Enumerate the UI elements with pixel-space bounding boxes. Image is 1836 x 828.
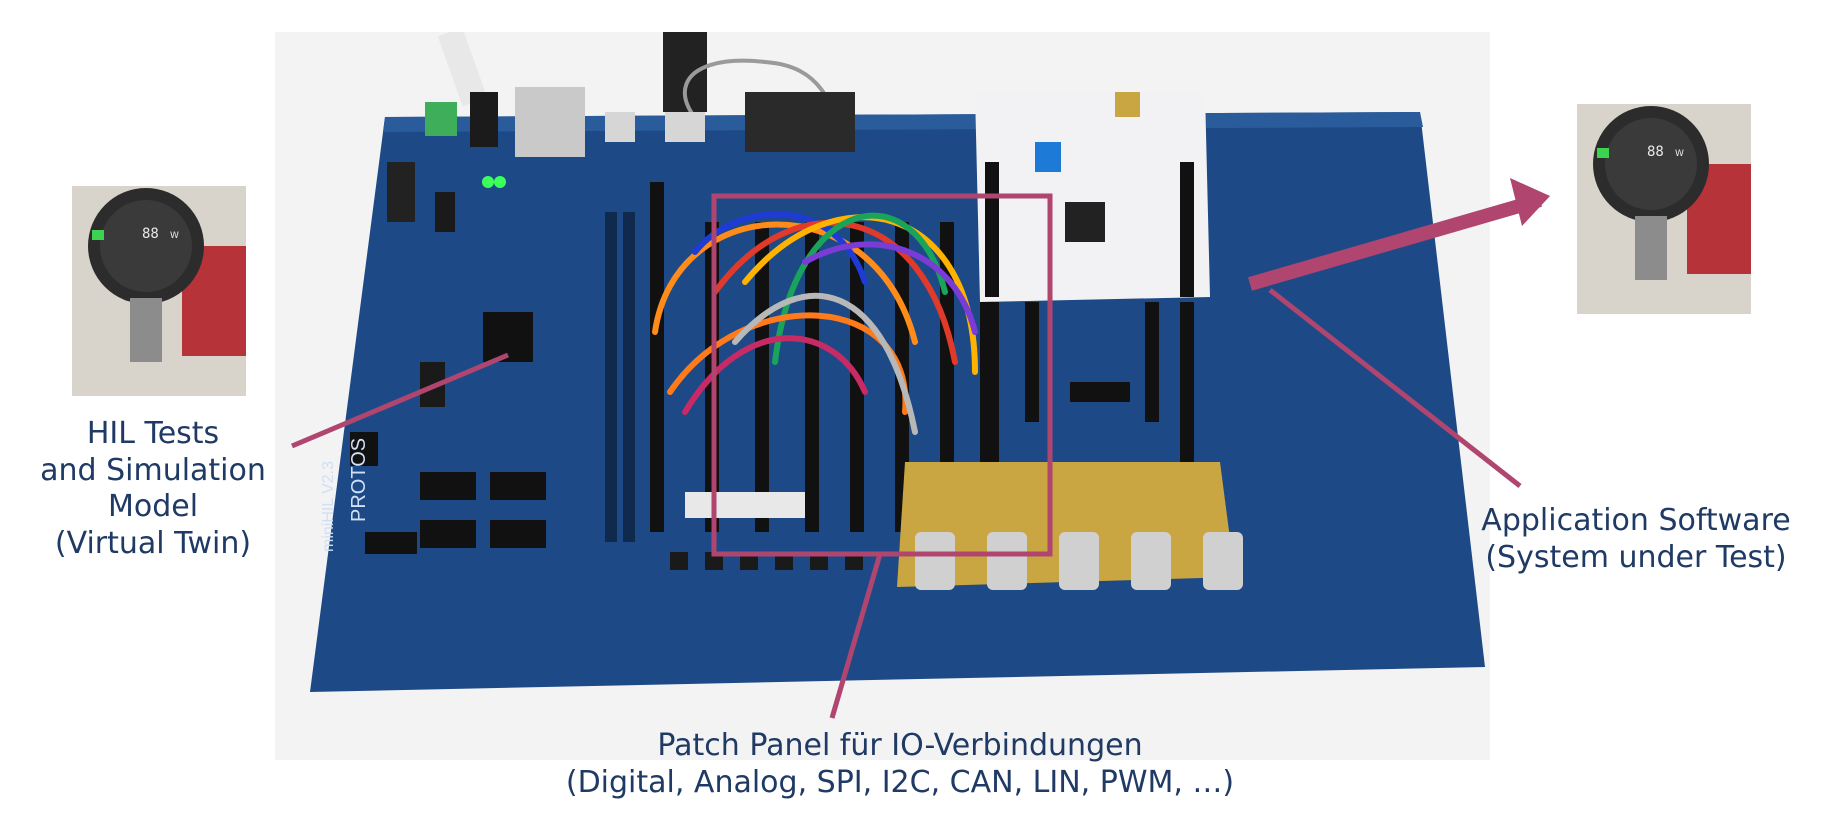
potentiometers <box>915 532 1243 590</box>
pump-image-right: 88 W <box>1577 104 1751 314</box>
board-model: miniHIL V2.3 <box>320 461 337 552</box>
svg-text:W: W <box>1675 149 1684 159</box>
pump-image-left: 88 W <box>72 186 246 396</box>
power-jack <box>470 92 498 147</box>
hil-label-line1: HIL Tests <box>86 416 220 451</box>
svg-text:88: 88 <box>1647 144 1664 160</box>
hil-label: HIL Tests and Simulation Model (Virtual … <box>18 416 288 562</box>
driver-ic <box>420 472 476 500</box>
hil-label-line2: and Simulation <box>40 452 266 488</box>
app-label-line1: Application Software <box>1481 503 1791 538</box>
ethernet-jack <box>515 87 585 157</box>
svg-text:W: W <box>170 231 179 241</box>
led-bar <box>685 492 805 518</box>
nucleo-board <box>975 92 1210 302</box>
status-led <box>482 176 494 188</box>
app-label-line2: (System under Test) <box>1485 539 1787 575</box>
hil-label-line4: (Virtual Twin) <box>54 525 252 561</box>
patch-label-line1: Patch Panel für IO-Verbindungen <box>657 728 1143 763</box>
patch-label: Patch Panel für IO-Verbindungen (Digital… <box>520 728 1280 801</box>
hil-label-line3: Model <box>107 489 199 525</box>
mcu-chip <box>1065 202 1105 242</box>
app-label: Application Software (System under Test) <box>1446 503 1826 576</box>
patch-label-line2: (Digital, Analog, SPI, I2C, CAN, LIN, PW… <box>565 764 1235 800</box>
power-cable <box>437 32 488 107</box>
board-brand: PROTOS <box>348 438 370 522</box>
board-photo: PROTOS miniHIL V2.3 <box>275 32 1490 760</box>
svg-text:88: 88 <box>142 226 159 242</box>
terminal-block <box>425 102 457 136</box>
deploy-arrow-head <box>1510 178 1550 226</box>
db9-connector <box>745 92 855 152</box>
fpga-chip <box>483 312 533 362</box>
pin-header-left <box>605 212 635 542</box>
